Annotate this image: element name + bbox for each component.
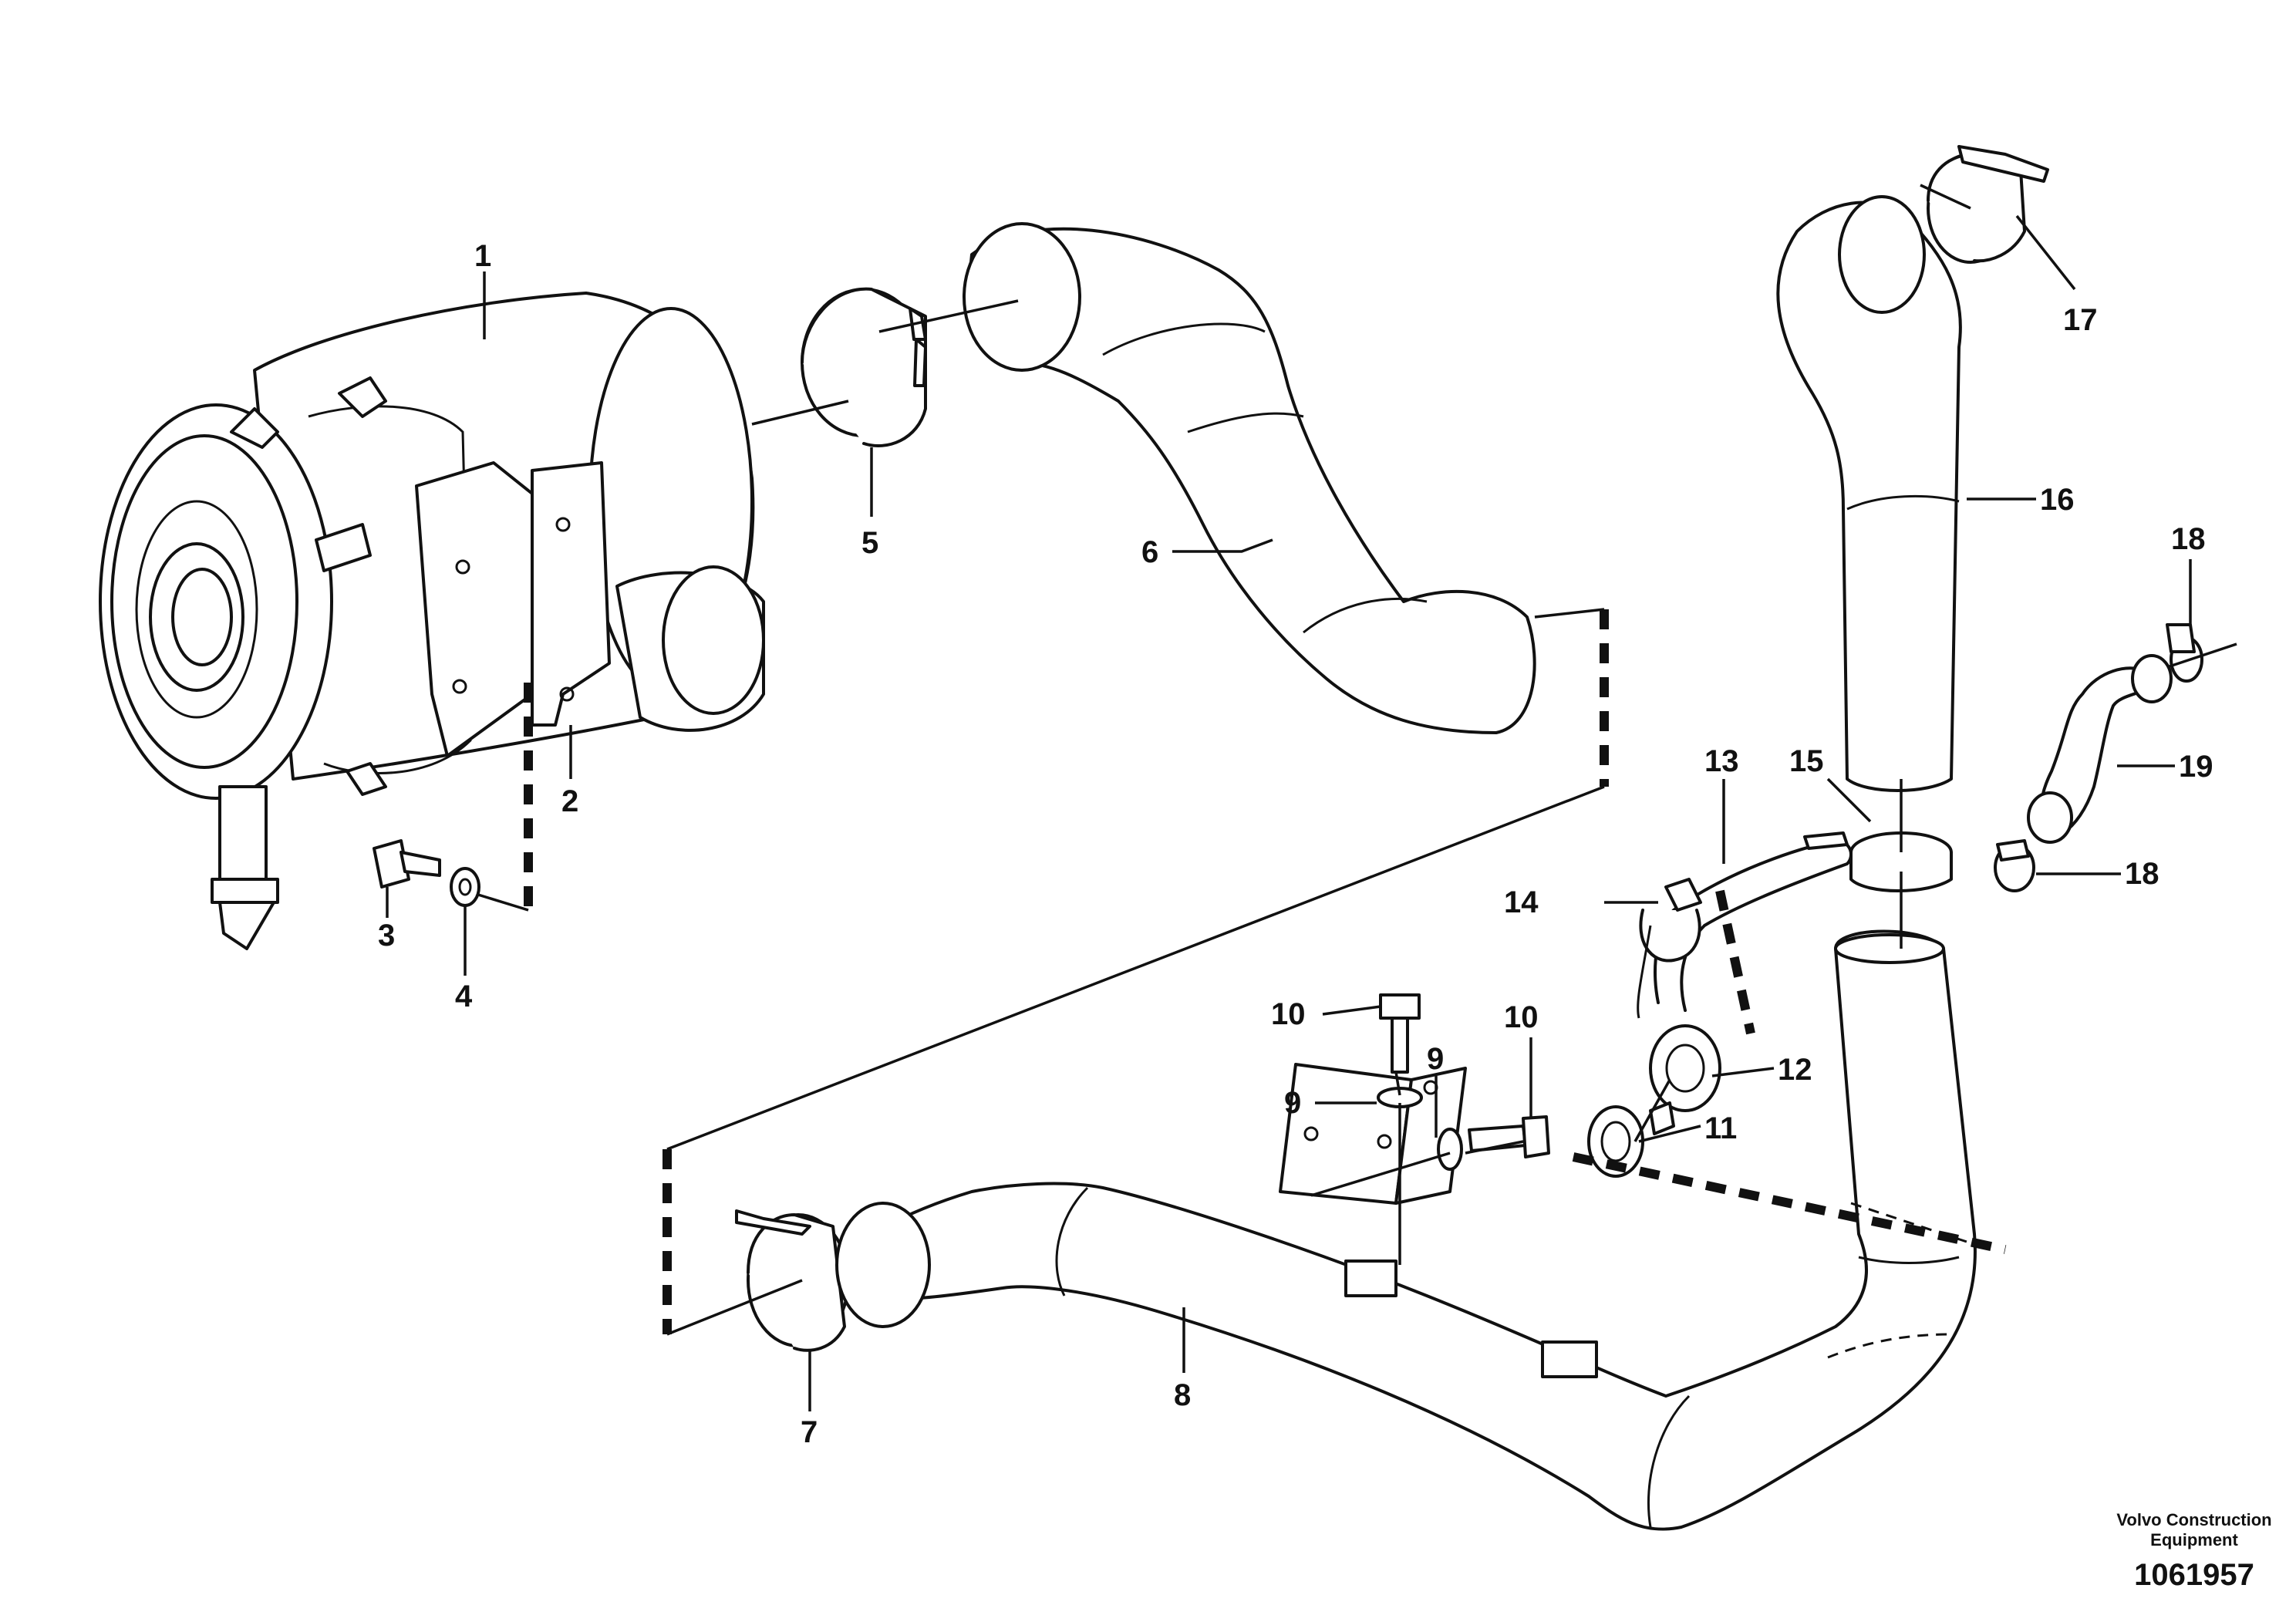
callout-19: 19	[2179, 750, 2213, 784]
air-filter-housing	[99, 292, 765, 950]
pressure-sensor-part-11	[1587, 1105, 1644, 1178]
callout-4: 4	[455, 980, 473, 1013]
brand-line-1: Volvo Construction	[2116, 1510, 2271, 1529]
callout-leaders	[386, 214, 2192, 1411]
callout-16: 16	[2040, 483, 2075, 517]
callout-labels: 1 2 3 4 5 6 7 8 9 9 10 10 11 12 13 14 15…	[378, 239, 2213, 1449]
callout-5: 5	[861, 526, 878, 560]
breather-hose-part-19	[2027, 654, 2173, 844]
hose-clamp-part-18-lower	[1994, 839, 2035, 892]
callout-18b: 18	[2125, 857, 2159, 891]
elbow-pipe-part-16	[1776, 195, 1962, 792]
callout-13: 13	[1704, 744, 1739, 778]
bolt-part-10-vertical	[1379, 993, 1421, 1074]
drawing-number: 1061957	[2134, 1558, 2254, 1592]
callout-11: 11	[1704, 1111, 1737, 1145]
callout-8: 8	[1174, 1378, 1191, 1412]
callout-7: 7	[801, 1415, 818, 1449]
footer: Volvo Construction Equipment 1061957	[2116, 1510, 2271, 1592]
brand-line-2: Equipment	[2150, 1530, 2238, 1549]
bolt-part-3	[373, 839, 441, 889]
callout-17: 17	[2063, 303, 2098, 337]
callout-3: 3	[378, 919, 395, 953]
washer-part-9-horizontal	[1437, 1128, 1463, 1171]
callout-10a: 10	[1271, 997, 1306, 1031]
vacuum-hose-part-13	[1639, 839, 1853, 1012]
cable-tie-part-14	[1637, 878, 1702, 1019]
washer-part-4	[450, 867, 480, 907]
callout-9b: 9	[1427, 1042, 1444, 1076]
callout-1: 1	[474, 239, 491, 273]
callout-2: 2	[561, 784, 578, 818]
intake-hose-part-6	[963, 222, 1536, 734]
hose-clamp-part-17	[1927, 145, 2049, 264]
assembly-connection-lines	[477, 184, 2237, 1336]
callout-15: 15	[1789, 744, 1824, 778]
hose-clamp-part-7	[735, 1209, 850, 1352]
indicator-part-12	[1649, 1024, 1721, 1135]
callout-12: 12	[1778, 1053, 1812, 1087]
hose-clamp-part-18-upper	[2166, 623, 2203, 683]
callout-9a: 9	[1284, 1086, 1301, 1120]
callout-10b: 10	[1504, 1000, 1539, 1034]
hose-clamp-part-5	[801, 287, 927, 447]
air-pipe-part-8	[835, 929, 1991, 1531]
mounting-bracket	[1279, 1063, 1467, 1205]
callout-6: 6	[1141, 535, 1158, 569]
callout-18a: 18	[2171, 522, 2206, 556]
callout-14: 14	[1504, 885, 1539, 919]
